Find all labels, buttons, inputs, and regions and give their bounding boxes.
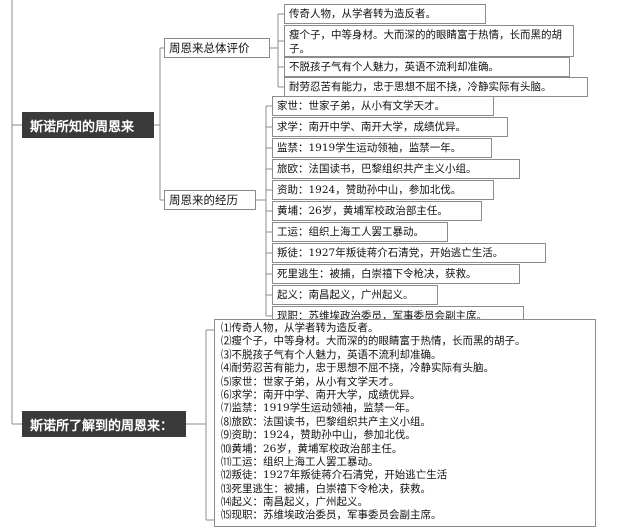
summary-item-3: ⑶不脱孩子气有个人魅力，英语不流利却准确。 (221, 348, 442, 361)
summary-item-9: ⑼资助：1924，赞助孙中山，参加北伐。 (221, 429, 416, 442)
experience-leaf-9: 死里逃生：被捕，白崇禧下令枪决，获救。 (272, 264, 520, 284)
branch-overall: 周恩来总体评价 (164, 38, 270, 58)
branch-experience: 周恩来的经历 (164, 190, 256, 210)
overall-leaf-1: 传奇人物，从学者转为造反者。 (284, 4, 486, 24)
overall-leaf-4: 耐劳忍苦有能力，忠于思想不屈不挠，冷静实际有头脑。 (284, 77, 588, 97)
summary-item-12: ⑿叛徒：1927年叛徒蒋介石清党，开始逃亡生活 (221, 469, 448, 482)
summary-item-5: ⑸家世：世家子弟，从小有文学天才。 (221, 375, 400, 388)
experience-leaf-3: 监禁：1919学生运动领袖，监禁一年。 (272, 138, 492, 158)
summary-list: ⑴传奇人物，从学者转为造反者。 ⑵瘦个子，中等身材。大而深的的眼睛富于热情，长而… (214, 319, 596, 527)
overall-leaf-2: 瘦个子，中等身材。大而深的的眼睛富于热情，长而黑的胡子。 (284, 25, 574, 57)
root-known: 斯诺所知的周恩来 (22, 112, 154, 138)
summary-item-11: ⑾工运：组织上海工人罢工暴动。 (221, 455, 379, 468)
summary-item-6: ⑹求学：南开中学、南开大学，成绩优异。 (221, 388, 421, 401)
experience-leaf-4: 旅欧：法国读书，巴黎组织共产主义小组。 (272, 159, 520, 179)
summary-item-7: ⑺监禁：1919学生运动领袖，监禁一年。 (221, 402, 416, 415)
summary-item-4: ⑷耐劳忍苦有能力，忠于思想不屈不挠，冷静实际有头脑。 (221, 362, 494, 375)
experience-leaf-1: 家世：世家子弟，从小有文学天才。 (272, 96, 494, 116)
experience-leaf-10: 起义：南昌起义，广州起义。 (272, 285, 438, 305)
summary-item-1: ⑴传奇人物，从学者转为造反者。 (221, 322, 379, 334)
summary-item-13: ⒀死里逃生：被捕，白崇禧下令枪决，获救。 (221, 482, 431, 495)
experience-leaf-5: 资助：1924，赞助孙中山，参加北伐。 (272, 180, 494, 200)
summary-item-15: ⒂现职：苏维埃政治委员，军事委员会副主席。 (221, 509, 442, 522)
experience-leaf-8: 叛徒：1927年叛徒蒋介石清党，开始逃亡生活。 (272, 243, 546, 263)
summary-item-10: ⑽黄埔：26岁，黄埔军校政治部主任。 (221, 442, 403, 455)
overall-leaf-3: 不脱孩子气有个人魅力，英语不流利却准确。 (284, 57, 570, 77)
summary-item-14: ⒁起义：南昌起义，广州起义。 (221, 496, 368, 509)
experience-leaf-2: 求学：南开中学、南开大学，成绩优异。 (272, 117, 508, 137)
root-learned: 斯诺所了解到的周恩来： (22, 411, 186, 437)
summary-item-8: ⑻旅欧：法国读书，巴黎组织共产主义小组。 (221, 415, 431, 428)
experience-leaf-6: 黄埔：26岁，黄埔军校政治部主任。 (272, 201, 482, 221)
summary-item-2: ⑵瘦个子，中等身材。大而深的的眼睛富于热情，长而黑的胡子。 (221, 335, 526, 348)
experience-leaf-7: 工运：组织上海工人罢工暴动。 (272, 222, 448, 242)
